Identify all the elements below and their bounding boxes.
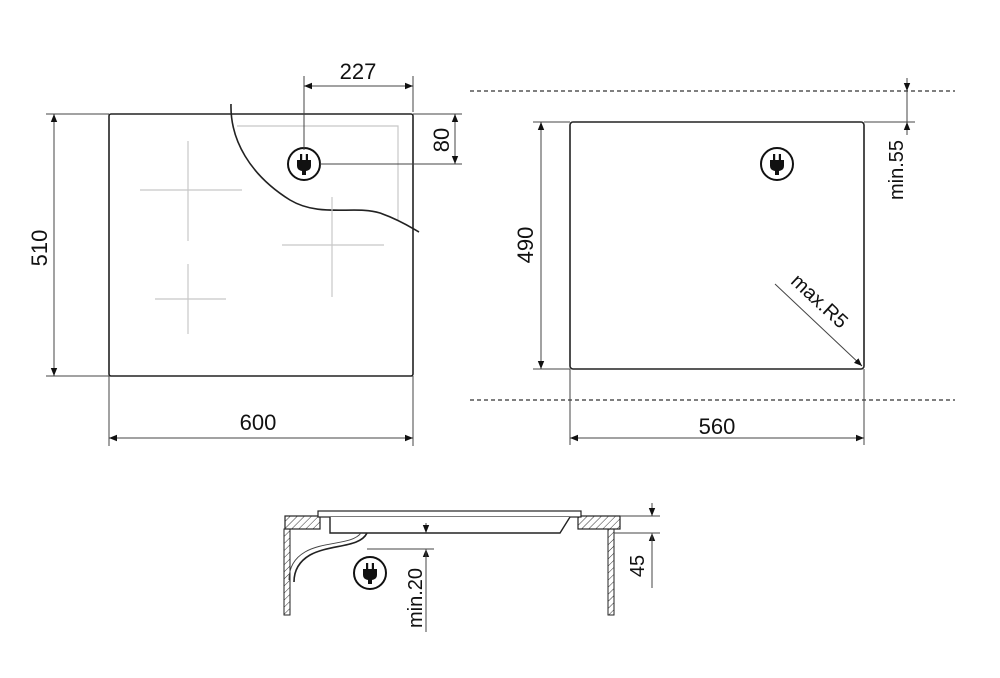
control-frame bbox=[237, 125, 399, 220]
dim-510-label: 510 bbox=[27, 230, 52, 267]
dim-45-label: 45 bbox=[627, 555, 649, 577]
cutout-view: 490 min.55 max.R5 560 bbox=[470, 78, 955, 445]
hob-outline bbox=[108, 113, 414, 377]
worktop-left bbox=[284, 515, 321, 530]
glass-curve bbox=[230, 103, 420, 233]
cabinet-left bbox=[283, 528, 291, 616]
dim-min55-label: min.55 bbox=[886, 140, 908, 200]
hob-body bbox=[329, 516, 571, 534]
worktop-right bbox=[577, 515, 621, 530]
cabinet-right bbox=[607, 528, 615, 616]
dim-560-label: 560 bbox=[699, 414, 736, 439]
plug-icon bbox=[353, 556, 387, 590]
dim-490-label: 490 bbox=[513, 227, 538, 264]
dim-80-label: 80 bbox=[429, 128, 454, 152]
hob-top-view: 227 80 510 600 bbox=[27, 59, 462, 446]
cooking-zone-marks bbox=[140, 141, 384, 334]
side-section-view: min.20 45 bbox=[283, 503, 660, 632]
dim-600-label: 600 bbox=[240, 410, 277, 435]
dim-227-label: 227 bbox=[340, 59, 377, 84]
plug-icon bbox=[760, 147, 794, 181]
cutout-outline bbox=[569, 121, 865, 370]
glass-top bbox=[317, 510, 582, 518]
plug-icon bbox=[287, 147, 321, 181]
dim-r5-label: max.R5 bbox=[786, 270, 851, 333]
dim-min20-label: min.20 bbox=[405, 568, 427, 628]
cable bbox=[293, 532, 368, 583]
